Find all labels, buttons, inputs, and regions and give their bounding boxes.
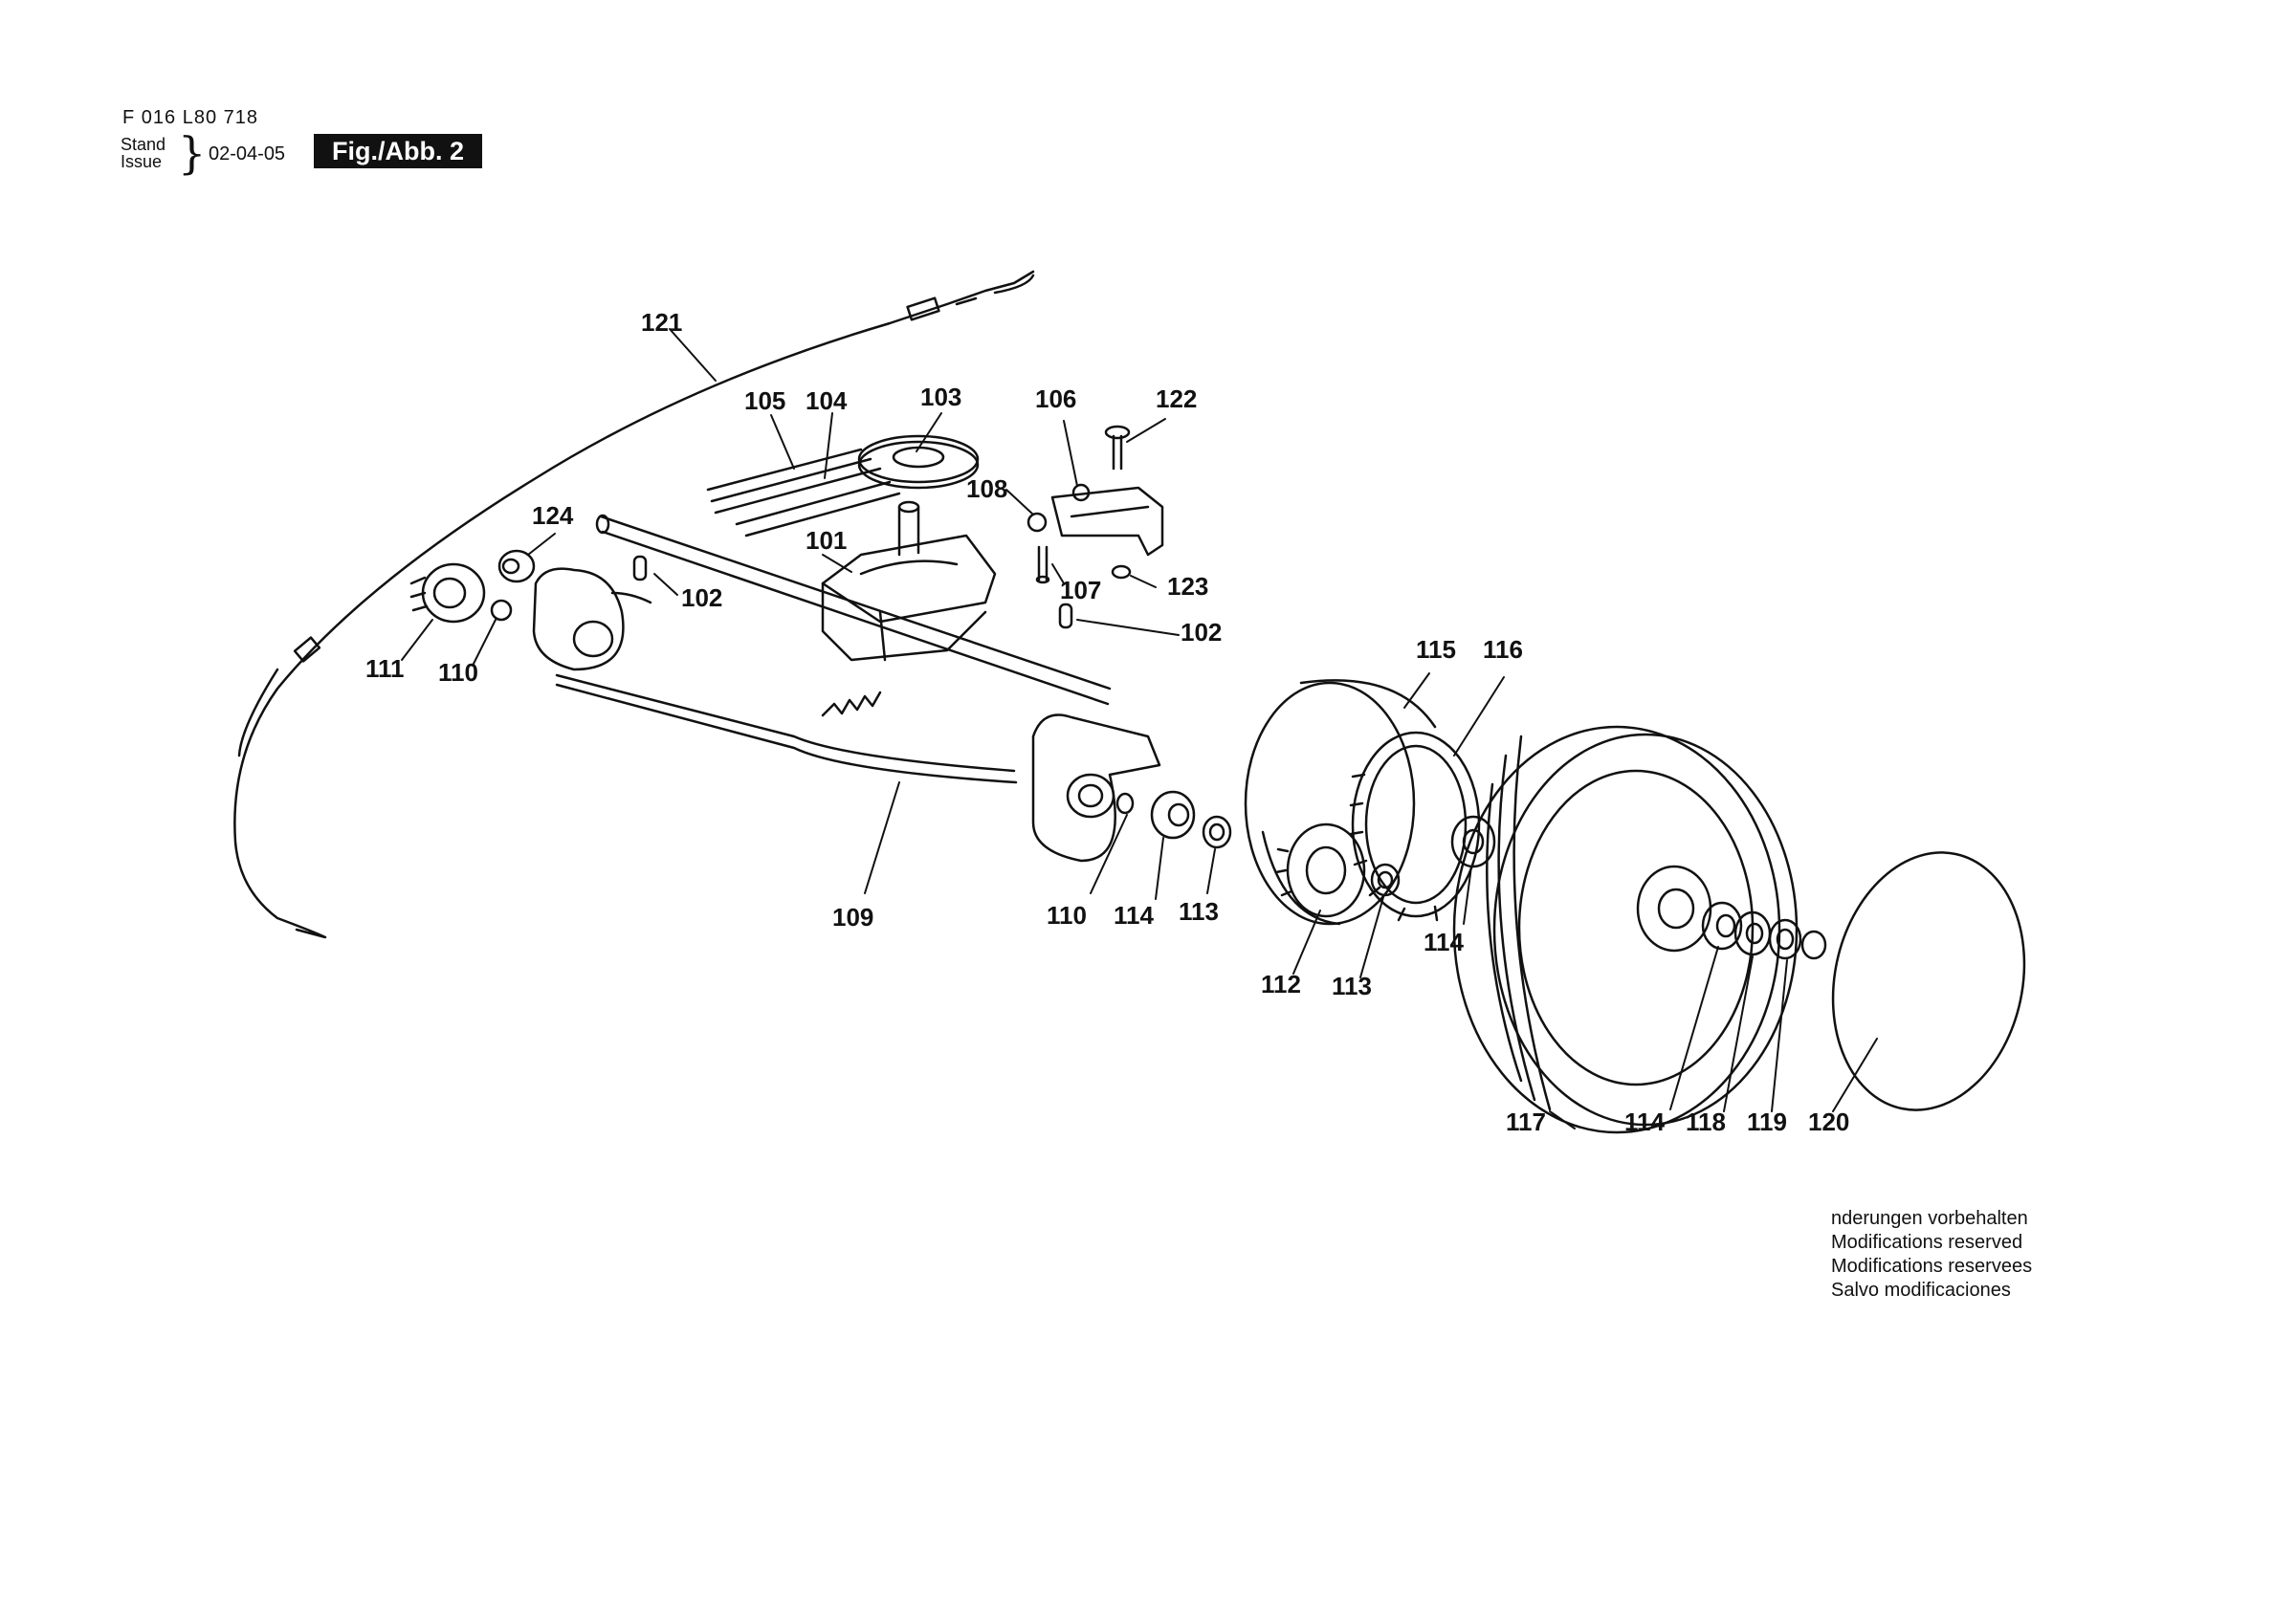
bushing	[497, 549, 536, 583]
washer	[1027, 512, 1048, 533]
axle-rod	[555, 673, 1018, 784]
screw	[1104, 425, 1131, 471]
callout-114-left: 114	[1114, 901, 1154, 930]
callout-114-right: 114	[1624, 1108, 1665, 1136]
drive-belts	[706, 448, 901, 537]
callout-108: 108	[966, 474, 1007, 503]
wheel-tire	[1452, 725, 1799, 1134]
callout-117: 117	[1506, 1108, 1546, 1136]
pinion-gear-112	[1274, 822, 1366, 918]
washer-110b	[1115, 792, 1135, 815]
note-line-en: Modifications reserved	[1831, 1232, 2023, 1253]
screw-107	[1035, 545, 1050, 584]
washer-123	[1111, 564, 1132, 580]
nut-113	[1202, 815, 1232, 849]
callout-104: 104	[806, 386, 848, 415]
spring	[821, 691, 882, 717]
lever-arm-right	[1031, 713, 1161, 863]
callout-109: 109	[832, 903, 873, 932]
callout-119: 119	[1747, 1108, 1787, 1136]
callout-118: 118	[1686, 1108, 1726, 1136]
document-code: F 016 L80 718	[122, 107, 258, 128]
callout-113-left: 113	[1179, 897, 1219, 926]
control-cable	[233, 270, 1035, 939]
callout-111: 111	[365, 654, 405, 683]
main-shaft	[595, 514, 1112, 706]
hub-cover	[1244, 679, 1437, 926]
callout-103: 103	[920, 383, 961, 411]
leader-lines	[401, 328, 1878, 1130]
wheel-hub	[1636, 865, 1712, 953]
callout-112: 112	[1261, 970, 1301, 998]
pinion-gear-111	[409, 562, 486, 624]
callout-121: 121	[641, 308, 682, 337]
bearing-114b	[1450, 815, 1496, 868]
callout-114-middle: 114	[1424, 928, 1464, 956]
callout-102-upper: 102	[681, 583, 722, 612]
callout-116: 116	[1483, 635, 1523, 664]
callout-115: 115	[1416, 635, 1456, 664]
figure-label: Fig./Abb. 2	[314, 134, 482, 168]
callout-106: 106	[1035, 384, 1076, 413]
note-line-fr: Modifications reservees	[1831, 1256, 2033, 1277]
pin	[1058, 603, 1073, 629]
callout-123: 123	[1167, 572, 1208, 601]
callout-113-right: 113	[1332, 972, 1372, 1000]
hub-cap	[1831, 851, 2026, 1111]
modifications-note: nderungen vorbehalten Modifications rese…	[1831, 1207, 2032, 1303]
pulley	[857, 434, 980, 490]
issue-label: Issue	[121, 152, 163, 171]
ring-gear	[1349, 731, 1481, 922]
stand-label: Stand	[121, 135, 166, 154]
callout-labels: 121 105 104 103 106 122 108 124 101 102 …	[365, 308, 1849, 1136]
callout-124: 124	[532, 501, 574, 530]
callout-102-lower: 102	[1181, 618, 1222, 647]
bearing-114	[1150, 790, 1196, 840]
note-line-es: Salvo modificaciones	[1831, 1280, 2011, 1301]
stand-issue-label: Stand Issue	[121, 136, 166, 170]
pin	[632, 555, 648, 581]
bracket	[1050, 483, 1164, 557]
callout-101: 101	[806, 526, 847, 555]
bearing-114c	[1701, 901, 1743, 951]
callout-110-right: 110	[1047, 901, 1087, 930]
issue-date: 02-04-05	[209, 143, 286, 164]
note-line-de: nderungen vorbehalten	[1831, 1208, 2028, 1229]
callout-105: 105	[744, 386, 785, 415]
brace-glyph: }	[178, 127, 207, 179]
lever-arm-left	[532, 567, 652, 671]
callout-122: 122	[1156, 384, 1197, 413]
callout-120: 120	[1808, 1108, 1849, 1136]
nut-113b	[1370, 863, 1401, 897]
callout-110-left: 110	[438, 658, 478, 687]
nut-119	[1768, 918, 1802, 960]
nut-small	[1800, 930, 1827, 960]
callout-107: 107	[1060, 576, 1101, 604]
washer-110	[490, 599, 513, 622]
